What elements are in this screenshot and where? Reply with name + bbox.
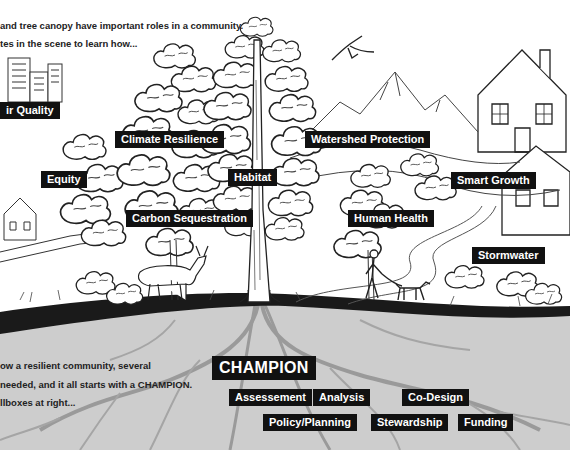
label-box: Habitat: [228, 169, 277, 186]
background-trees-part: [63, 135, 106, 160]
deer-part: [196, 246, 208, 256]
label-box: Climate Resilience: [115, 131, 224, 148]
label-box: Carbon Sequestration: [126, 210, 253, 227]
background-trees-part: [146, 229, 193, 256]
background-trees-part: [135, 85, 182, 112]
walker-and-dog-part: [370, 250, 378, 258]
intro-text: and tree canopy have important roles in …: [0, 20, 243, 32]
box-text: Smart Growth: [457, 174, 530, 187]
central-tree-part: [269, 95, 315, 122]
city-buildings-part: [30, 72, 48, 102]
grass-part: [20, 290, 552, 306]
hawk-part: [350, 46, 374, 52]
houses-right-part: [492, 104, 552, 152]
central-tree-part: [213, 186, 257, 212]
label-box: Policy/Planning: [263, 414, 357, 431]
box-text: Funding: [464, 416, 507, 429]
ground-band-part: [80, 360, 520, 450]
grass: [20, 290, 552, 306]
box-text: Equity: [47, 173, 81, 186]
intro-text: llboxes at right...: [0, 397, 76, 409]
background-trees-part: [81, 220, 125, 246]
box-text: Assessement: [235, 391, 306, 404]
houses-right: [478, 50, 570, 235]
houses-right-part: [540, 50, 550, 78]
box-text: Carbon Sequestration: [132, 212, 247, 225]
mountains: [290, 72, 560, 195]
box-text: Policy/Planning: [269, 416, 351, 429]
background-trees-part: [445, 266, 484, 288]
hawk: [332, 36, 374, 60]
background-trees-part: [415, 176, 456, 200]
houses-right-part: [492, 104, 552, 124]
box-text: CHAMPION: [219, 359, 309, 377]
background-trees-part: [171, 66, 215, 92]
city-buildings-part: [12, 64, 59, 90]
label-box: Human Health: [348, 210, 434, 227]
walker-and-dog-part: [396, 282, 430, 300]
intro-text: ow a resilient community, several: [0, 360, 151, 372]
background-trees-part: [107, 283, 143, 304]
ground-band-part: [0, 299, 570, 450]
label-box: Smart Growth: [451, 172, 536, 189]
central-tree-part: [272, 159, 319, 186]
background-trees-part: [117, 155, 169, 185]
box-text: Stewardship: [377, 416, 442, 429]
ground-band: [0, 293, 570, 450]
houses-right-part: [478, 50, 566, 152]
central-tree-part: [240, 17, 272, 36]
deer-part: [138, 256, 206, 300]
central-tree-part: [265, 67, 308, 92]
label-box: Analysis: [313, 389, 370, 406]
central-tree: [201, 17, 322, 302]
trail: [296, 206, 496, 304]
intro-text: tes in the scene to learn how...: [0, 38, 137, 50]
central-tree-part: [263, 40, 301, 62]
central-tree-part: [204, 93, 251, 120]
mountains-part: [380, 72, 440, 112]
walker-and-dog-part: [366, 258, 382, 298]
label-box: Watershed Protection: [305, 131, 430, 148]
label-box: ir Quality: [0, 102, 60, 119]
box-text: Human Health: [354, 212, 428, 225]
champion-box: CHAMPION: [212, 356, 316, 380]
background-trees-part: [526, 283, 562, 304]
walker-and-dog: [366, 250, 430, 300]
label-box: Assessement: [229, 389, 312, 406]
walker-and-dog-part: [382, 274, 402, 286]
box-text: Co-Design: [408, 391, 463, 404]
box-text: Analysis: [319, 391, 364, 404]
intro-text: needed, and it all starts with a CHAMPIO…: [0, 379, 192, 391]
box-text: Climate Resilience: [121, 133, 218, 146]
city-buildings-part: [10, 222, 30, 230]
background-trees-part: [401, 154, 439, 176]
hawk-part: [348, 48, 358, 58]
label-box: Funding: [458, 414, 513, 431]
central-tree-part: [265, 218, 304, 240]
deer: [138, 246, 208, 300]
box-text: Habitat: [234, 171, 271, 184]
background-trees-part: [154, 44, 195, 68]
hawk-part: [332, 36, 362, 60]
background-trees-part: [334, 231, 381, 258]
ground-band-part: [0, 320, 570, 440]
label-box: Equity: [41, 171, 87, 188]
houses-right-part: [516, 190, 558, 206]
background-trees: [61, 44, 562, 304]
central-tree-part: [240, 290, 280, 302]
background-trees-part: [61, 195, 111, 224]
city-buildings-part: [4, 198, 36, 240]
ground-band-part: [0, 293, 570, 334]
box-text: ir Quality: [6, 104, 54, 117]
label-box: Co-Design: [402, 389, 469, 406]
city-buildings-part: [8, 58, 30, 102]
box-text: Stormwater: [478, 249, 539, 262]
central-tree-part: [213, 62, 257, 88]
box-text: Watershed Protection: [311, 133, 424, 146]
central-tree-part: [268, 190, 312, 216]
background-trees-part: [351, 165, 390, 188]
label-box: Stormwater: [472, 247, 545, 264]
label-box: Stewardship: [371, 414, 448, 431]
